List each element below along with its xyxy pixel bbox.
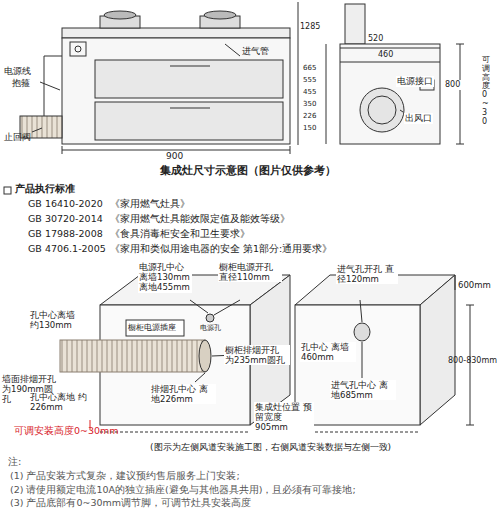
dimension-label: 900 — [166, 151, 183, 162]
dimension-label: 800 — [444, 80, 461, 90]
dimension-label: 226 — [302, 112, 317, 120]
dimension-label: 出风口 — [404, 113, 433, 124]
dimension-label: 进气管 — [242, 46, 269, 57]
dimension-label: GB 17988-2008 — [28, 228, 103, 239]
dimension-label: 460 — [378, 50, 393, 60]
dimension-label: 600mm — [458, 280, 491, 290]
dimension-label: 555 — [302, 76, 317, 84]
dimension-label: 《食具消毒柜安全和卫生要求》 — [110, 228, 250, 239]
dimension-label: 《家用燃气灶具能效限定值及能效等级》 — [110, 213, 290, 224]
dimension-label: 800-830mm — [448, 356, 497, 366]
dimension-label: (1) 产品安装方式复杂，建议预约售后服务上门安装; — [10, 470, 240, 481]
dimension-label: 电源孔 — [200, 324, 221, 332]
dimension-label: 可调安装高度0~30mm — [14, 425, 119, 436]
dimension-label: GB 30720-2014 — [28, 213, 103, 224]
dimension-label: 注: — [8, 456, 21, 468]
dimension-label: GB 16410-2020 — [28, 198, 103, 209]
dimension-label: 橱柜排烟开孔 为235mm圆孔 — [224, 345, 290, 365]
dimension-label: (3) 产品底部有0~30mm调节脚，可调节灶具安装高度 — [10, 497, 251, 508]
dimension-label: GB 4706.1-2005 — [28, 243, 106, 254]
dimension-label: 电源线 — [4, 66, 31, 77]
figure-caption: 集成灶尺寸示意图（图片仅供参考） — [160, 164, 336, 177]
dimension-label: 进气孔开孔 直径120mm — [336, 264, 398, 284]
dimension-label: 350 — [302, 100, 317, 108]
dimension-label: 电源孔中心 离墙130mm 离地455mm — [138, 262, 192, 293]
dimension-label: 止回阀 — [4, 132, 31, 143]
dimension-label: (2) 请使用额定电流10A的独立插座(避免与其他器具共用)，且必须有可靠接地; — [10, 484, 356, 495]
dimension-label: 产品执行标准 — [15, 183, 75, 195]
dimension-label: 抱箍 — [12, 78, 30, 89]
dimension-label: 可调高度0~30 — [482, 56, 490, 126]
dimension-label: 进气孔中心 离地685mm — [330, 380, 396, 400]
dimension-label: 《家用和类似用途电器的安全 第1部分:通用要求》 — [110, 243, 332, 254]
dimension-label: 孔中心离墙 约130mm — [30, 310, 86, 330]
dimension-label: 150 — [302, 124, 317, 132]
dimension-label: 排烟孔中心 离地226mm — [150, 384, 216, 404]
dimension-label: 电源接口 — [396, 76, 434, 87]
dimension-label: 1285 — [300, 22, 320, 32]
dimension-label: 橱柜电源开孔 直径110mm — [218, 262, 282, 282]
dimension-label: 665 — [302, 64, 317, 72]
dimension-label: 橱柜电源插座 — [128, 323, 184, 333]
dimension-label: 《家用燃气灶具》 — [110, 198, 190, 209]
dimension-label: 孔中心 离墙460mm — [300, 342, 356, 362]
dimension-label: 集成灶位置 预留宽度905mm — [254, 402, 314, 433]
dimension-label: 孔中心离地 约226mm — [30, 392, 88, 412]
dimension-label: (图示为左侧风道安装施工图，右侧风道安装数据与左侧一致) — [150, 442, 391, 453]
dimension-label: 455 — [302, 88, 317, 96]
dimension-label: 520 — [368, 34, 383, 44]
